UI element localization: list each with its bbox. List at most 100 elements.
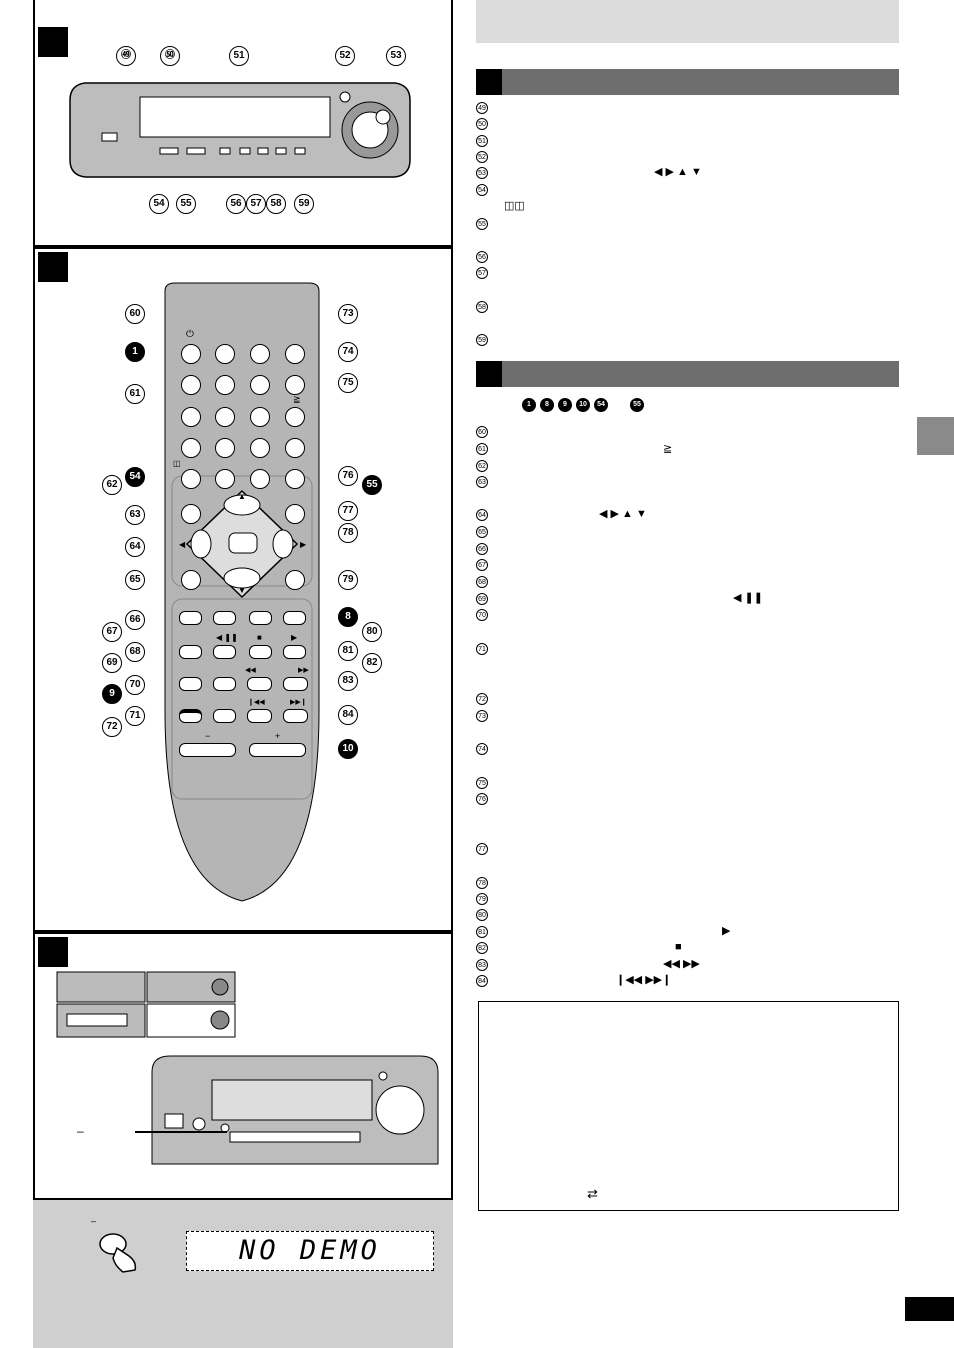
numeric-button-5[interactable] (215, 407, 235, 427)
list-item: 54 (476, 184, 488, 196)
callout-67: 67 (102, 622, 122, 642)
remote-button-71[interactable] (179, 709, 202, 723)
system-front-closeup (151, 1055, 439, 1165)
remote-button-75[interactable] (285, 375, 305, 395)
volume-down-button[interactable] (179, 743, 236, 757)
numeric-button-6[interactable] (250, 407, 270, 427)
header-bar (476, 0, 899, 43)
remote-button-68[interactable] (179, 645, 202, 659)
callout-80: 80 (362, 622, 382, 642)
remote-button-70[interactable] (179, 677, 202, 691)
list-item: 84 (476, 975, 488, 987)
list-item: 64 (476, 509, 488, 521)
list-item: 60 (476, 426, 488, 438)
numeric-button-8[interactable] (181, 438, 201, 458)
list-item: 79 (476, 893, 488, 905)
list-item: 63 (476, 476, 488, 488)
play-icon: ▶ (722, 925, 731, 937)
numeric-button-9[interactable] (215, 438, 235, 458)
power-button[interactable] (181, 344, 201, 364)
remote-button-66[interactable] (179, 611, 202, 625)
rewind-icon: ◀◀ (245, 667, 256, 674)
demo-display: NO DEMO (186, 1231, 434, 1271)
callout-53: 53 (386, 46, 406, 66)
callout-8: 8 (338, 607, 358, 627)
list-item: 75 (476, 777, 488, 789)
callout-73: 73 (338, 304, 358, 324)
list-item: 58 (476, 301, 488, 313)
dolby-icon: ◫ (173, 459, 181, 468)
list-item: 81 (476, 926, 488, 938)
list-item: 53 (476, 167, 488, 179)
section-header-a (476, 69, 899, 95)
list-item: 83 (476, 959, 488, 971)
remote-button-67[interactable] (213, 611, 236, 625)
numeric-button-1[interactable] (181, 375, 201, 395)
list-item: 76 (476, 793, 488, 805)
system-panel: – (33, 932, 453, 1200)
callout-76: 76 (338, 466, 358, 486)
numeric-button-7[interactable] (285, 407, 305, 427)
numeric-button-0[interactable] (250, 438, 270, 458)
section-header-b (476, 361, 899, 387)
callout-52: 52 (335, 46, 355, 66)
ge-icon: ≧ (293, 394, 301, 404)
remote-button-62[interactable] (215, 469, 235, 489)
callout-75: 75 (338, 373, 358, 393)
list-item: 67 (476, 559, 488, 571)
remote-button-55[interactable] (250, 469, 270, 489)
callout-59: 59 (294, 194, 314, 214)
note-box: ⇄ (478, 1001, 899, 1211)
finger-press-icon[interactable] (93, 1228, 143, 1274)
play-button[interactable] (283, 645, 306, 659)
remote-button-74[interactable] (285, 344, 305, 364)
fast-forward-button[interactable] (283, 677, 308, 691)
remote-button-65[interactable] (181, 570, 201, 590)
left-arrow-icon: ◀ (179, 540, 186, 549)
pause-back-icon: ◀ ❚❚ (216, 633, 238, 642)
list-item: 65 (476, 526, 488, 538)
remote-button-63[interactable] (181, 504, 201, 524)
list-item: 57 (476, 267, 488, 279)
list-item: 51 (476, 135, 488, 147)
skip-icon: ❙◀◀ ▶▶❙ (616, 974, 672, 986)
remote-button-54[interactable] (181, 469, 201, 489)
callout-64: 64 (125, 537, 145, 557)
list-item: 59 (476, 334, 488, 346)
numeric-button-10[interactable] (285, 438, 305, 458)
arrow-keys-icon: ◀ ▶ ▲ ▼ (599, 508, 647, 520)
remote-button-79[interactable] (285, 570, 305, 590)
skip-forward-button[interactable] (283, 709, 308, 723)
dolby-icon: ◫◫ (504, 200, 525, 212)
volume-up-button[interactable] (249, 743, 306, 757)
remote-button-73[interactable] (250, 344, 270, 364)
list-item: 78 (476, 877, 488, 889)
section-marker-b (38, 252, 68, 282)
rewind-button[interactable] (247, 677, 272, 691)
list-item: 71 (476, 643, 488, 655)
pause-back-button[interactable] (213, 645, 236, 659)
remote-button-60[interactable] (215, 344, 235, 364)
numeric-button-3[interactable] (250, 375, 270, 395)
remote-button-80[interactable] (249, 611, 272, 625)
remote-button-9[interactable] (213, 677, 236, 691)
ge-icon: ≧ (663, 443, 673, 455)
numeric-button-2[interactable] (215, 375, 235, 395)
stop-button[interactable] (249, 645, 272, 659)
stop-icon: ■ (257, 633, 262, 642)
minus-icon: − (205, 731, 211, 741)
remote-button-8[interactable] (283, 611, 306, 625)
page-number-tab (905, 1297, 954, 1321)
numeric-button-4[interactable] (181, 407, 201, 427)
remote-button-76[interactable] (285, 469, 305, 489)
skip-back-icon: ❙◀◀ (248, 699, 265, 706)
skip-back-button[interactable] (247, 709, 272, 723)
remote-button-72[interactable] (213, 709, 236, 723)
leader-line (135, 1131, 227, 1133)
list-item: 50 (476, 118, 488, 130)
down-arrow-icon: ▼ (238, 586, 246, 595)
callout-51: 51 (229, 46, 249, 66)
callout-65: 65 (125, 570, 145, 590)
unit-front-illustration (69, 82, 411, 178)
remote-button-77[interactable] (285, 504, 305, 524)
